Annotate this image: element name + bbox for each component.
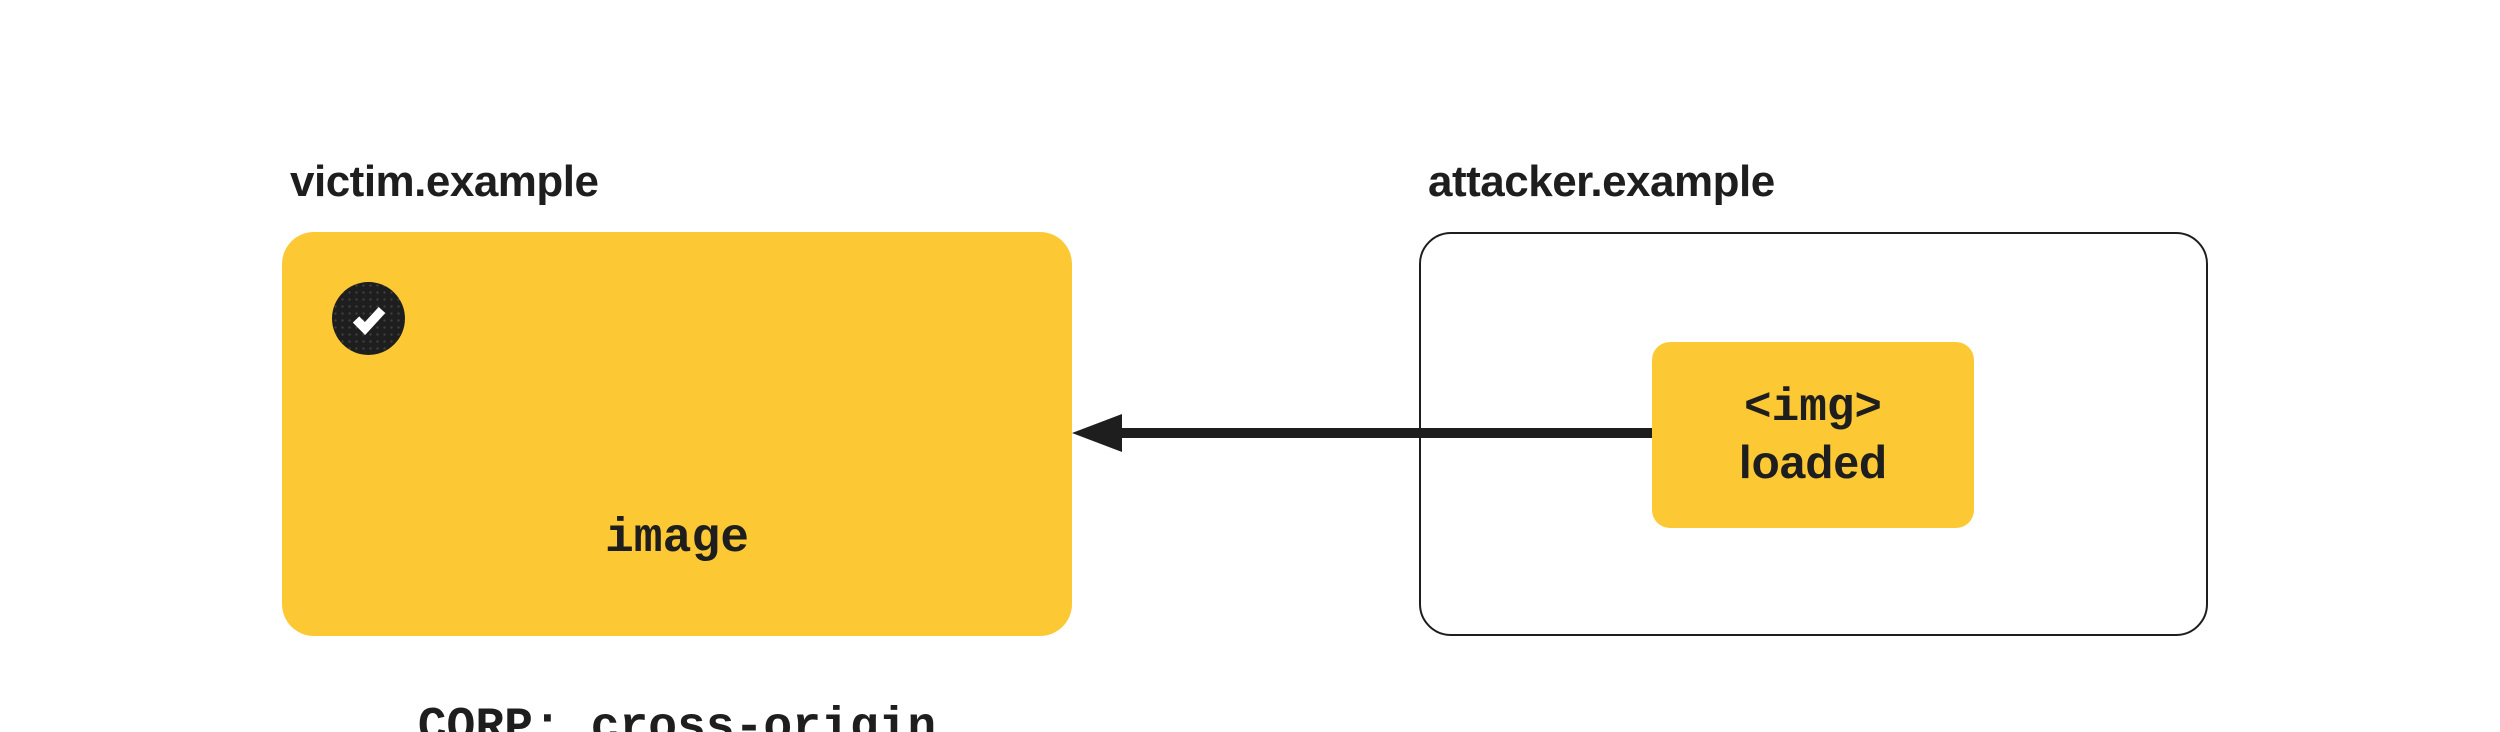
- arrow-head: [1072, 414, 1122, 452]
- img-loaded-box: <img> loaded: [1652, 342, 1974, 528]
- victim-domain-label: victim.example: [290, 157, 599, 206]
- check-circle-icon: [332, 282, 405, 355]
- img-tag-line: <img>: [1743, 382, 1883, 434]
- resource-type-line: image: [604, 512, 750, 566]
- img-loaded-status-line: loaded: [1738, 436, 1888, 488]
- left-arrow: [1072, 414, 1652, 452]
- victim-resource-text: image CORP: cross-origin: [282, 382, 1072, 732]
- attacker-domain-label: attacker.example: [1428, 157, 1775, 206]
- checkmark-glyph: [352, 306, 385, 335]
- corp-header-line: CORP: cross-origin: [417, 701, 937, 732]
- victim-resource-box: image CORP: cross-origin: [282, 232, 1072, 732]
